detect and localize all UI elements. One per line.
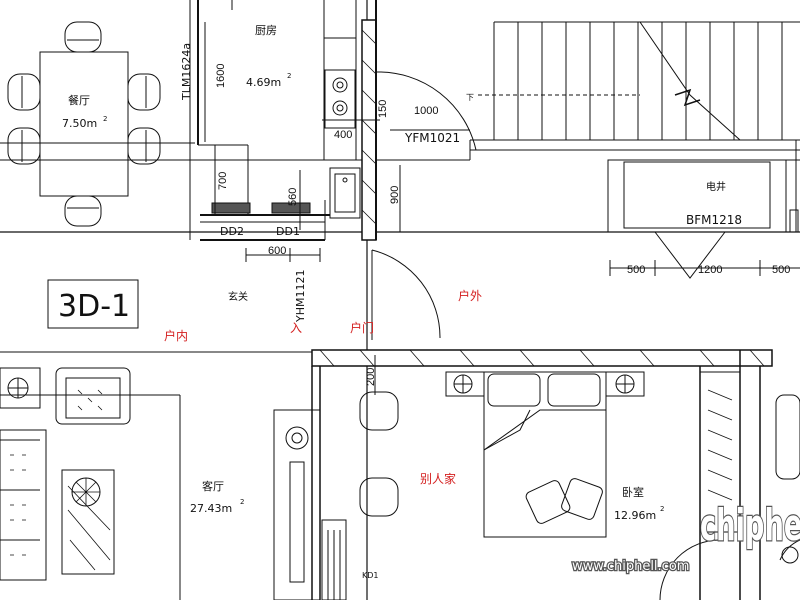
- dim-560: 560: [287, 188, 299, 206]
- annotation-humen: 户门: [350, 320, 374, 335]
- dim-900: 900: [389, 186, 401, 204]
- living-walls: [0, 394, 347, 600]
- annotation-bierenjia: 别人家: [420, 471, 456, 486]
- dd1-code: DD1: [276, 225, 300, 238]
- room-labels: 餐厅 7.50m 2 厨房 4.69m 2 客厅 27.43m 2 卧室 12.…: [62, 24, 726, 522]
- watermark-logo: chiphell: [700, 499, 800, 551]
- bfm-code: BFM1218: [686, 213, 742, 227]
- kitchen-room-name: 厨房: [255, 24, 277, 37]
- yhm-code: YHM1121: [294, 270, 307, 323]
- annotation-hunei: 户内: [164, 328, 188, 343]
- kd1-code: KD1: [362, 571, 379, 580]
- living-area-superscript: 2: [240, 498, 244, 506]
- bedroom-area-superscript: 2: [660, 505, 664, 513]
- dimension-lines: [204, 22, 800, 395]
- living-room-area: 27.43m: [190, 502, 232, 515]
- elevator-room-name: 电井: [706, 180, 726, 193]
- bedroom: [359, 371, 800, 600]
- living-sofa: [0, 367, 131, 581]
- dd2-code: DD2: [220, 225, 244, 238]
- yfm-code: YFM1021: [404, 131, 460, 145]
- annotation-ru: 入: [290, 321, 302, 335]
- annotation-huwai: 户外: [458, 288, 482, 303]
- dim-500-left: 500: [627, 264, 645, 276]
- stairs: [469, 21, 800, 160]
- dim-600: 600: [268, 245, 286, 257]
- dining-table: [7, 21, 161, 227]
- living-room-name: 客厅: [202, 479, 224, 493]
- watermark-url: www.chiphell.com: [572, 559, 689, 574]
- stair-down-label: 下: [466, 93, 474, 102]
- dimension-labels: 1600 700 400 150 1000 900 600 560 200 50…: [215, 64, 790, 386]
- unit-code: 3D-1: [58, 289, 130, 324]
- red-annotations: 户内 户外 入 户门 别人家: [164, 288, 482, 486]
- kitchen-room-area: 4.69m: [246, 76, 281, 89]
- door-swings: [371, 71, 726, 340]
- watermark: www.chiphell.com chiphell: [571, 498, 800, 575]
- foyer-room-name: 玄关: [228, 290, 248, 303]
- dim-1200: 1200: [698, 264, 722, 276]
- dim-1000: 1000: [414, 105, 438, 117]
- unit-label-box: [47, 279, 139, 329]
- bedroom-room-area: 12.96m: [614, 509, 656, 522]
- walls: [0, 0, 773, 600]
- dim-1600: 1600: [215, 64, 227, 88]
- dining-room-name: 餐厅: [68, 93, 90, 107]
- elevator-shaft: [607, 140, 800, 233]
- code-labels: TLM1624a YFM1021 BFM1218 YHM1121 DD2 DD1…: [58, 43, 742, 580]
- dim-200: 200: [365, 368, 377, 386]
- kitchen-area-superscript: 2: [287, 72, 291, 80]
- dim-500-right: 500: [772, 264, 790, 276]
- bedroom-room-name: 卧室: [622, 485, 644, 499]
- tlm-code: TLM1624a: [180, 43, 193, 101]
- dim-400: 400: [334, 129, 352, 141]
- dining-room-area: 7.50m: [62, 117, 97, 130]
- dining-area-superscript: 2: [103, 115, 107, 123]
- dim-150: 150: [377, 100, 389, 118]
- kitchen-area: [197, 0, 361, 241]
- dim-700: 700: [217, 172, 229, 190]
